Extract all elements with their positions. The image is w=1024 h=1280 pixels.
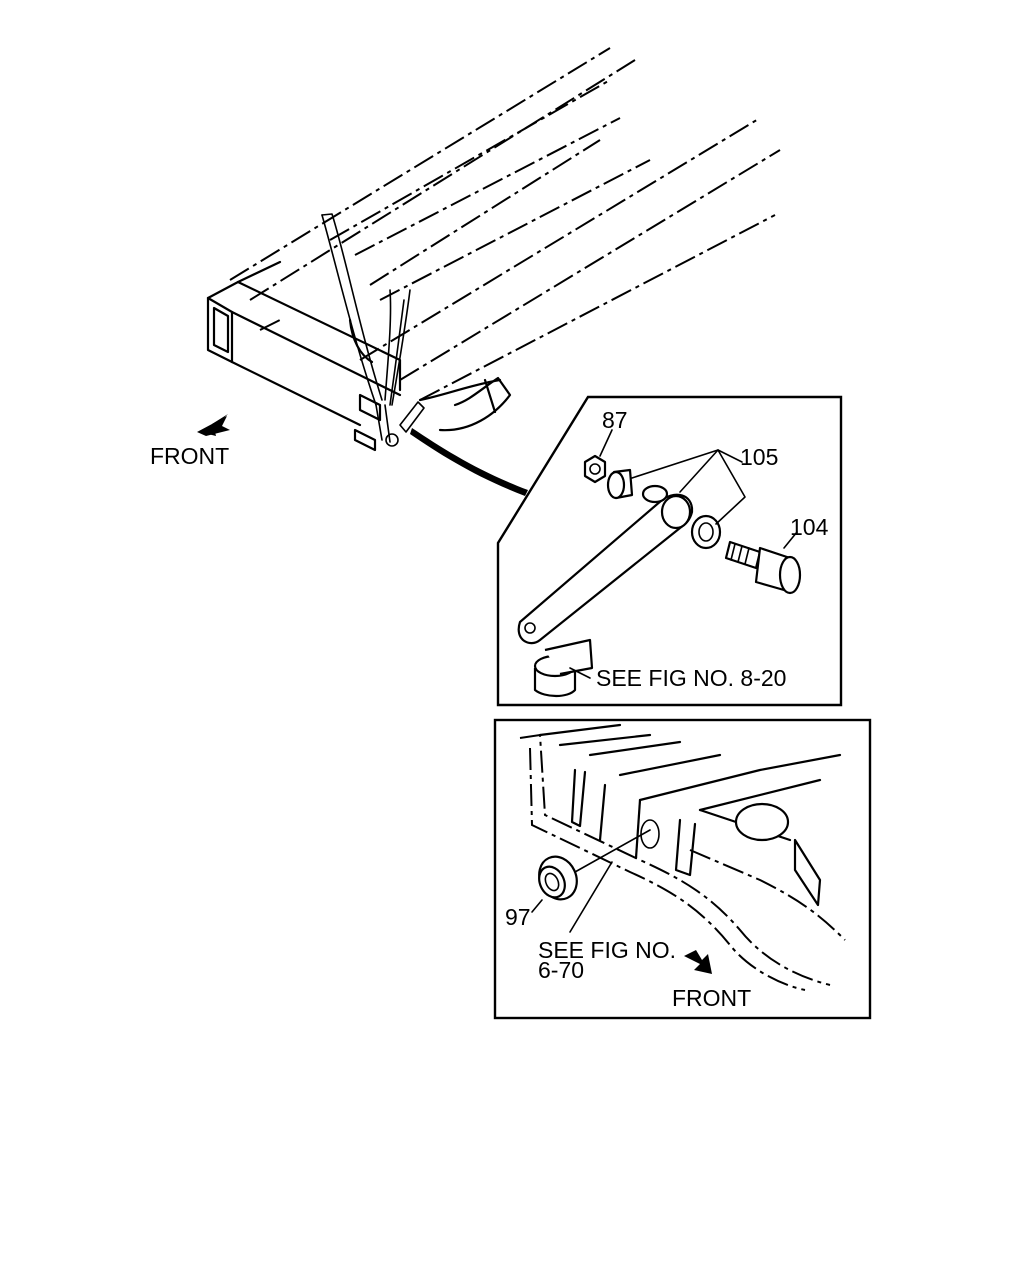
part-104-bolt: [724, 540, 802, 595]
part-97-label: 97: [505, 904, 531, 930]
upper-detail-box: [496, 395, 843, 707]
part-105-label: 105: [740, 444, 778, 470]
part-87-label: 87: [602, 407, 628, 433]
see-fig-upper-label: SEE FIG NO. 8-20: [596, 665, 786, 691]
see-fig-lower-line1: SEE FIG NO.: [538, 937, 676, 963]
part-97-grommet: [538, 855, 578, 901]
part-105-washer: [690, 514, 722, 550]
see-fig-lower-line2: 6-70: [538, 957, 584, 983]
part-87-nut: [583, 454, 607, 484]
front-arrow-icon: [197, 414, 230, 436]
front-label-main: FRONT: [150, 443, 229, 469]
front-detail-arrow-icon: [684, 950, 712, 974]
chassis-frame-drawing: [206, 47, 781, 496]
part-104-label: 104: [790, 514, 829, 540]
lower-detail-box: [493, 718, 872, 1020]
front-label-detail: FRONT: [672, 985, 751, 1011]
